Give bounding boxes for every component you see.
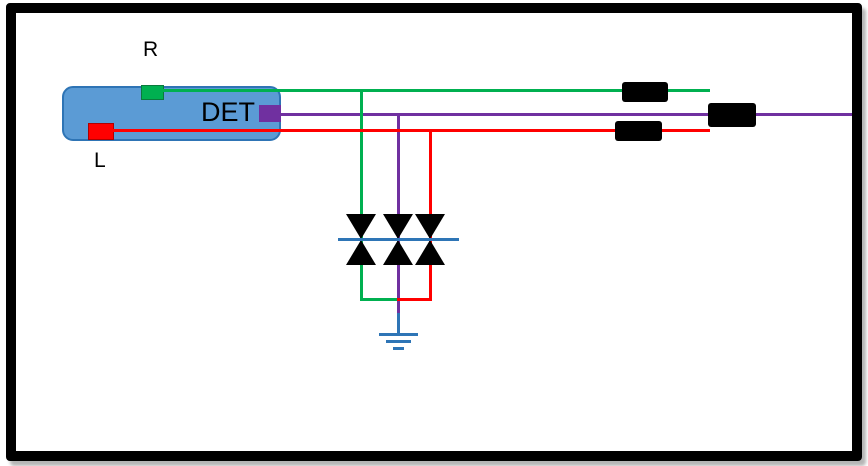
terminal-output-pad xyxy=(259,105,281,122)
diode-triangle-up-icon xyxy=(383,240,413,265)
bidirectional-tvs-diode-icon-1 xyxy=(346,214,376,265)
terminal-l-label: L xyxy=(94,149,106,172)
black-component-block-icon-green-line xyxy=(622,82,668,102)
wire-green-vertical xyxy=(360,89,363,301)
diode-triangle-down-icon xyxy=(415,214,445,239)
diode-triangle-down-icon xyxy=(346,214,376,239)
wire-green-horizontal xyxy=(160,89,710,92)
earth-ground-icon-bar-2 xyxy=(386,340,411,343)
tvs-bus-line xyxy=(338,238,459,241)
black-component-block-icon-purple-line xyxy=(708,103,756,127)
wire-red-horizontal xyxy=(111,129,710,132)
bidirectional-tvs-diode-icon-2 xyxy=(383,214,413,265)
black-component-block-icon-red-line xyxy=(615,121,662,141)
bidirectional-tvs-diode-icon-3 xyxy=(415,214,445,265)
wire-purple-horizontal xyxy=(279,113,852,116)
diode-triangle-down-icon xyxy=(383,214,413,239)
wire-red-bottom-join xyxy=(397,298,432,301)
terminal-r-pad xyxy=(141,85,164,100)
diode-triangle-up-icon xyxy=(346,240,376,265)
wire-green-bottom-join xyxy=(360,298,400,301)
terminal-r-label: R xyxy=(143,38,159,61)
earth-ground-icon-bar-1 xyxy=(379,333,418,336)
detector-block-label: DET xyxy=(201,97,255,127)
earth-ground-icon-bar-3 xyxy=(393,347,404,350)
diode-triangle-up-icon xyxy=(415,240,445,265)
earth-ground-icon-stem xyxy=(397,313,400,333)
